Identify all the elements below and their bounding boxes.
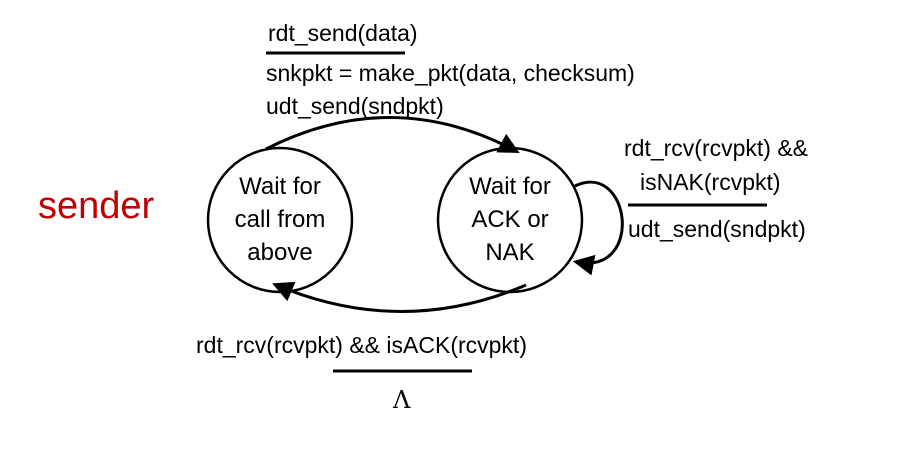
state-wait-for-call-line: call from (234, 206, 326, 233)
state-wait-for-ack-line: NAK (485, 239, 535, 266)
ack-transition-arrow (272, 281, 527, 313)
sender-title: sender (38, 185, 155, 227)
state-wait-for-ack-line: ACK or (471, 206, 549, 233)
state-wait-for-call: Wait for call from above (208, 170, 352, 269)
ack-action-lambda: Λ (393, 386, 411, 414)
nak-action-label: udt_send(sndpkt) (628, 216, 806, 242)
nak-event-label: isNAK(rcvpkt) (640, 169, 781, 195)
send-transition-arrow (265, 116, 520, 153)
state-wait-for-ack-line: Wait for (469, 173, 551, 200)
send-action-label: snkpkt = make_pkt(data, checksum) (266, 60, 635, 86)
send-event-label: rdt_send(data) (268, 20, 418, 46)
state-wait-for-call-line: Wait for (239, 173, 321, 200)
state-wait-for-ack: Wait for ACK or NAK (438, 170, 582, 269)
send-action-label: udt_send(sndpkt) (266, 93, 444, 119)
state-wait-for-call-line: above (247, 239, 313, 266)
nak-self-loop-arrow (572, 180, 624, 276)
nak-event-label: rdt_rcv(rcvpkt) && (624, 135, 809, 161)
ack-event-label: rdt_rcv(rcvpkt) && isACK(rcvpkt) (196, 332, 527, 358)
